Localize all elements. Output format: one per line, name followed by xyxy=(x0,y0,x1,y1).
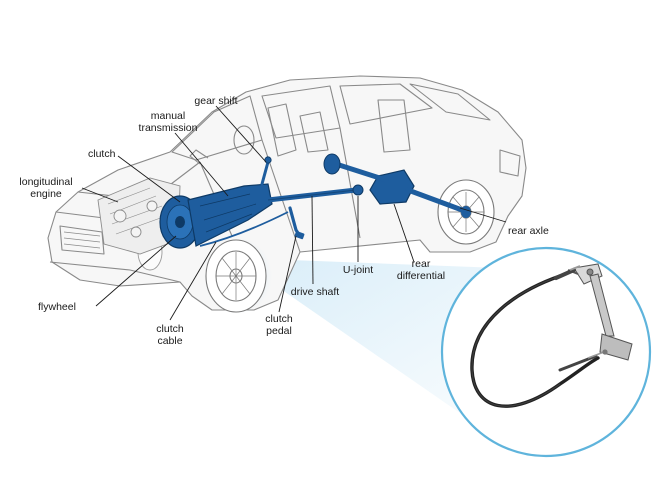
label-clutch: clutch xyxy=(88,148,116,160)
label-rear-differential: rear differential xyxy=(396,258,446,282)
label-manual-transmission: manual transmission xyxy=(138,110,198,134)
leader-clutch-cable xyxy=(169,241,217,321)
label-flywheel: flywheel xyxy=(38,301,76,313)
label-rear-axle: rear axle xyxy=(508,225,549,237)
u-joint-part xyxy=(352,184,364,196)
car-body xyxy=(47,75,527,311)
leader-flywheel xyxy=(95,235,177,307)
leader-clutch xyxy=(117,155,181,203)
rear-window xyxy=(339,83,433,125)
rear-glass xyxy=(409,83,491,121)
engine-block xyxy=(97,177,181,255)
leader-lines xyxy=(81,105,507,321)
rear-axle-part xyxy=(405,187,465,213)
label-drive-shaft: drive shaft xyxy=(290,286,340,298)
leader-drive-shaft xyxy=(311,195,314,285)
car-silhouette xyxy=(47,75,527,311)
label-longitudinal-engine: longitudinal engine xyxy=(19,176,73,200)
leader-clutch-pedal xyxy=(278,235,297,313)
front-grille xyxy=(59,225,105,255)
leader-rear-axle xyxy=(459,207,507,223)
front-wheel xyxy=(205,239,267,313)
drivetrain xyxy=(159,153,471,249)
leader-longitudinal-engine xyxy=(81,187,119,203)
callout-pedal-assembly xyxy=(567,263,633,361)
leader-gear-shift xyxy=(215,105,267,163)
label-gear-shift: gear shift xyxy=(194,95,238,107)
callout-beam xyxy=(236,258,500,420)
label-u-joint: U-joint xyxy=(342,264,374,276)
label-clutch-cable: clutch cable xyxy=(156,323,184,347)
windshield xyxy=(171,95,263,161)
steering-wheel xyxy=(233,125,255,155)
front-seat xyxy=(267,103,297,157)
label-clutch-pedal: clutch pedal xyxy=(265,313,293,337)
leader-manual-transmission xyxy=(174,132,229,197)
tail-light xyxy=(499,149,521,177)
clutch-cable-callout xyxy=(440,246,652,458)
leader-rear-differential xyxy=(393,203,415,263)
gear-shift-part xyxy=(260,160,270,186)
far-axle-part xyxy=(333,161,389,183)
rear-seat xyxy=(377,99,411,153)
clutch-cable-part xyxy=(199,211,289,247)
